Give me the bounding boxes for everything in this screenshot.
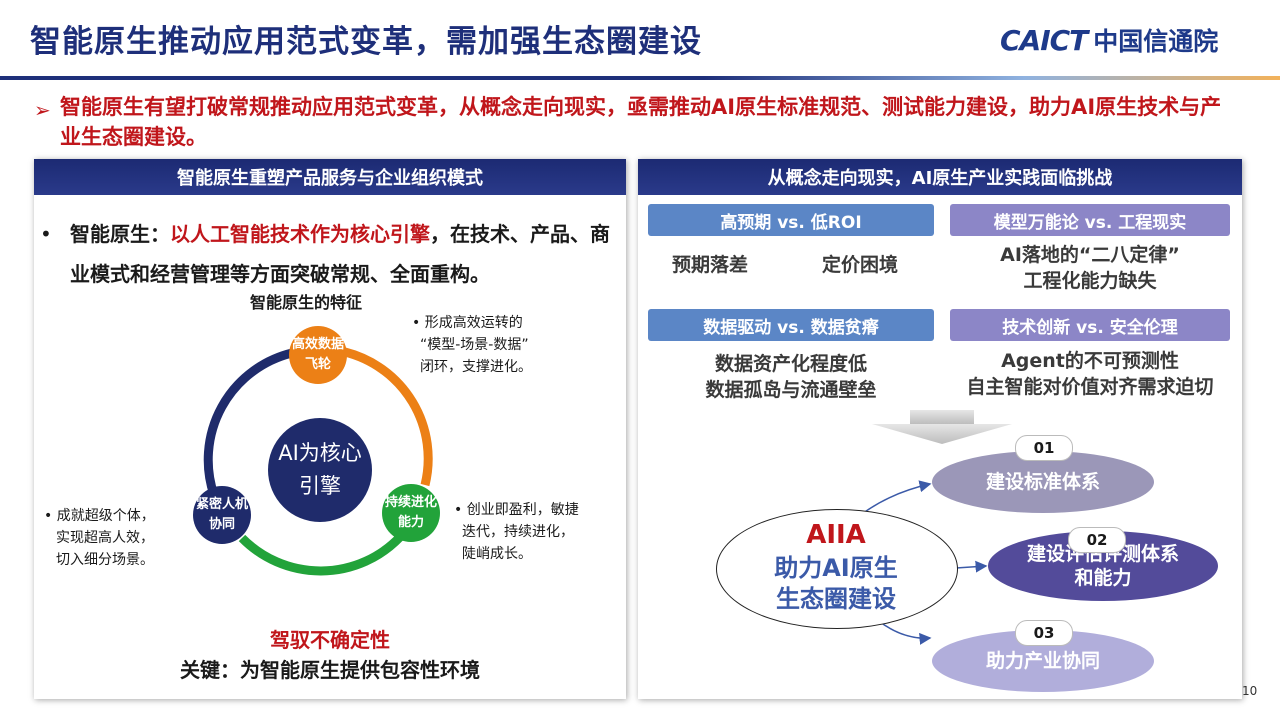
detail-line: 数据孤岛与流通壁垒 xyxy=(705,379,877,401)
logo-text-cn: 中国信通院 xyxy=(1093,27,1219,56)
note-line: 迭代，持续进化， xyxy=(462,524,574,540)
definition-text: 智能原生：以人工智能技术作为核心引擎，在技术、产品、商业模式和经营管理等方面突破… xyxy=(70,214,625,294)
goal-label: 和能力 xyxy=(1074,567,1132,589)
cycle-diagram xyxy=(203,347,433,576)
detail-line: 数据资产化程度低 xyxy=(714,353,867,375)
note-line: 实现超高人效， xyxy=(56,530,154,546)
note-line: 闭环，支撑进化。 xyxy=(420,359,532,375)
goal-standards: 建设标准体系 xyxy=(932,451,1154,513)
intro-arrow-icon: ➢ xyxy=(34,98,51,122)
down-arrow-icon xyxy=(872,410,1012,444)
note-human-ai-collab: • 成就超级个体， 实现超高人效， 切入细分场景。 xyxy=(44,505,155,571)
aiia-ellipse xyxy=(716,509,958,629)
node-continuous-evolution: 持续进化能力 xyxy=(382,484,440,542)
left-panel: 智能原生重塑产品服务与企业组织模式 xyxy=(34,159,626,699)
goal-number-badge: 02 xyxy=(1068,527,1126,553)
detail-line: 工程化能力缺失 xyxy=(1023,270,1157,292)
note-line: 陡峭成长。 xyxy=(462,546,532,562)
bullet-icon: • xyxy=(40,222,52,246)
page-number: 10 xyxy=(1242,684,1258,698)
node-human-ai-collab: 紧密人机协同 xyxy=(193,486,251,544)
note-line: • 创业即盈利，敏捷 xyxy=(454,502,579,518)
detail-line: 自主智能对价值对齐需求迫切 xyxy=(966,376,1214,398)
aiia-subtitle-line: 助力AI原生 xyxy=(774,554,898,582)
challenge-tag-roi: 高预期 vs. 低ROI xyxy=(648,204,934,236)
page-title: 智能原生推动应用范式变革，需加强生态圈建设 xyxy=(30,24,702,60)
key-message: 关键：为智能原生提供包容性环境 xyxy=(180,658,480,682)
note-data-flywheel: • 形成高效运转的 “模型-场景-数据” 闭环，支撑进化。 xyxy=(412,312,532,378)
arrow-to-goal2 xyxy=(955,560,988,573)
cycle-arc-orange xyxy=(343,347,433,487)
left-panel-header: 智能原生重塑产品服务与企业组织模式 xyxy=(34,159,626,195)
note-line: • 成就超级个体， xyxy=(44,508,155,524)
definition-highlight: 以人工智能技术作为核心引擎 xyxy=(170,222,430,246)
note-line: 切入细分场景。 xyxy=(56,552,154,568)
cycle-arc-navy xyxy=(203,348,294,497)
note-line: • 形成高效运转的 xyxy=(412,315,523,331)
detail-line: Agent的不可预测性 xyxy=(1001,350,1179,372)
goal-number-badge: 03 xyxy=(1015,620,1073,646)
goal-evaluation: 建设评估评测体系 和能力 xyxy=(988,531,1218,601)
goal-number-badge: 01 xyxy=(1015,435,1073,461)
challenge-detail: 定价困境 xyxy=(822,254,899,276)
definition-label: 智能原生： xyxy=(70,222,170,246)
detail-line: AI落地的“二八定律” xyxy=(1000,244,1180,266)
aiia-subtitle-line: 生态圈建设 xyxy=(776,585,896,613)
goal-label: 建设评估评测体系 xyxy=(1026,543,1179,565)
definition-rest: ，在技术、产品、商业模式和经营管理等方面突破常规、全面重构。 xyxy=(70,222,610,286)
challenge-tag-model: 模型万能论 vs. 工程现实 xyxy=(950,204,1230,236)
aiia-subtitle: 助力AI原生 生态圈建设 xyxy=(716,553,956,615)
challenge-detail: 预期落差 xyxy=(672,254,749,276)
challenge-detail-data: 数据资产化程度低 数据孤岛与流通壁垒 xyxy=(648,351,934,403)
note-continuous-evolution: • 创业即盈利，敏捷 迭代，持续进化， 陡峭成长。 xyxy=(454,499,579,565)
aiia-title: AIIA xyxy=(806,520,866,550)
caict-logo: CAICT 中国信通院 xyxy=(1000,20,1218,60)
note-line: “模型-场景-数据” xyxy=(420,337,529,353)
goal-label: 助力产业协同 xyxy=(985,650,1100,672)
goal-label: 建设标准体系 xyxy=(985,471,1100,493)
arrow-to-goal3 xyxy=(879,621,932,645)
challenge-detail-safety: Agent的不可预测性 自主智能对价值对齐需求迫切 xyxy=(950,348,1230,400)
challenge-tag-data: 数据驱动 vs. 数据贫瘠 xyxy=(648,309,934,341)
challenge-detail-model: AI落地的“二八定律” 工程化能力缺失 xyxy=(950,242,1230,294)
key-message-red: 驾驭不确定性 xyxy=(270,628,390,652)
right-panel-header: 从概念走向现实，AI原生产业实践面临挑战 xyxy=(638,159,1242,195)
intro-statement: 智能原生有望打破常规推动应用范式变革，从概念走向现实，亟需推动AI原生标准规范、… xyxy=(60,95,1222,149)
cycle-arc-green xyxy=(238,533,404,576)
feature-title: 智能原生的特征 xyxy=(250,293,363,312)
logo-text-en: CAICT xyxy=(1000,23,1088,57)
header-divider xyxy=(0,76,1280,80)
challenge-tag-safety: 技术创新 vs. 安全伦理 xyxy=(950,309,1230,341)
center-engine-circle: AI为核心引擎 xyxy=(268,418,372,522)
node-data-flywheel: 高效数据飞轮 xyxy=(289,326,347,384)
